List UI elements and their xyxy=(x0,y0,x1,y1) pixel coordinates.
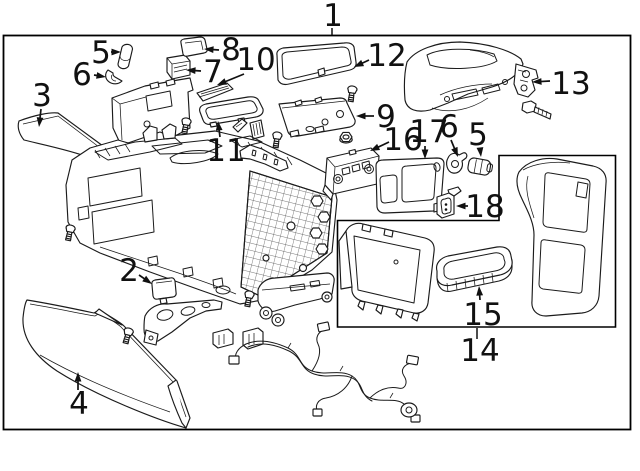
callout-arrowhead-10 xyxy=(217,78,228,85)
part-mount-rail xyxy=(239,144,289,172)
part-bracket-panel xyxy=(278,96,356,138)
console-mesh-texture xyxy=(240,170,333,297)
callout-5b: 5 xyxy=(468,117,488,153)
screw-icon xyxy=(345,84,358,103)
part-power-outlet-front xyxy=(117,43,134,70)
part-connector-block-1 xyxy=(212,328,234,349)
part-bracket-right xyxy=(257,272,335,327)
part-switch-panel xyxy=(322,147,380,201)
callout-7: 7 xyxy=(203,54,223,90)
part-clip-ribbed xyxy=(249,119,265,140)
callout-16: 16 xyxy=(383,122,422,158)
callout-arrowhead-12 xyxy=(354,59,365,67)
part-switch-block xyxy=(166,54,191,80)
part-carrier-panel xyxy=(338,222,435,322)
callout-arrowhead-8 xyxy=(204,46,214,54)
callout-15: 15 xyxy=(463,297,502,333)
part-blanking-plug xyxy=(151,277,177,305)
callout-arrowhead-5a xyxy=(111,48,121,56)
callout-arrowhead-6b xyxy=(451,146,458,157)
callout-arrowhead-16 xyxy=(370,143,381,151)
callout-8: 8 xyxy=(221,32,241,68)
callout-arrowhead-18 xyxy=(456,202,466,210)
callout-2: 2 xyxy=(119,253,139,289)
part-outlet-cap-rear xyxy=(446,152,468,174)
part-side-trim xyxy=(22,299,191,429)
callout-9: 9 xyxy=(376,99,396,135)
part-storage-bin-liner xyxy=(435,246,513,293)
part-outlet-cap-front xyxy=(105,69,123,85)
part-wiring-harness xyxy=(228,321,421,423)
callout-14: 14 xyxy=(460,333,499,369)
callout-arrowhead-4 xyxy=(74,372,82,382)
callout-arrowhead-15 xyxy=(476,286,484,296)
part-connector-block-2 xyxy=(242,327,264,350)
callout-18: 18 xyxy=(465,189,504,225)
callout-arrowhead-9 xyxy=(356,112,366,120)
screw-icon xyxy=(270,130,283,149)
callout-arrowhead-2 xyxy=(142,275,152,284)
callout-arrowhead-13 xyxy=(532,78,542,85)
callout-arrowhead-7 xyxy=(186,67,196,75)
callout-12: 12 xyxy=(367,38,406,74)
nut-icon xyxy=(339,131,353,144)
callout-3: 3 xyxy=(32,78,52,114)
callout-6b: 6 xyxy=(439,109,459,145)
callout-arrowhead-11 xyxy=(215,121,223,131)
sub-assembly-border xyxy=(336,154,617,328)
callout-17: 17 xyxy=(409,114,448,150)
part-console-bin-mat xyxy=(276,42,357,86)
callout-arrow-10 xyxy=(222,73,245,84)
part-bracket-left xyxy=(143,299,223,346)
callout-5a: 5 xyxy=(91,35,111,71)
part-rubber-tray-small xyxy=(180,36,208,57)
callout-13: 13 xyxy=(551,66,590,102)
callout-1: 1 xyxy=(323,0,343,34)
callout-arrowhead-6a xyxy=(96,72,106,79)
part-armrest-lid xyxy=(403,41,539,112)
callout-10: 10 xyxy=(236,42,275,78)
part-console-body xyxy=(65,123,338,305)
callout-4: 4 xyxy=(69,386,89,422)
part-trim-strip xyxy=(196,82,234,102)
part-outlet-housing xyxy=(433,186,462,219)
part-power-outlet-rear xyxy=(467,157,494,176)
callout-arrowhead-5b xyxy=(476,147,484,157)
callout-arrowhead-17 xyxy=(421,149,429,159)
callout-arrowhead-3 xyxy=(36,117,44,127)
callout-11: 11 xyxy=(206,133,245,169)
part-rear-console-trim xyxy=(516,157,607,317)
part-clip-leaf xyxy=(232,118,248,133)
main-assembly-border xyxy=(2,34,632,431)
part-hinge-bolt xyxy=(521,100,552,120)
callout-6a: 6 xyxy=(72,57,92,93)
